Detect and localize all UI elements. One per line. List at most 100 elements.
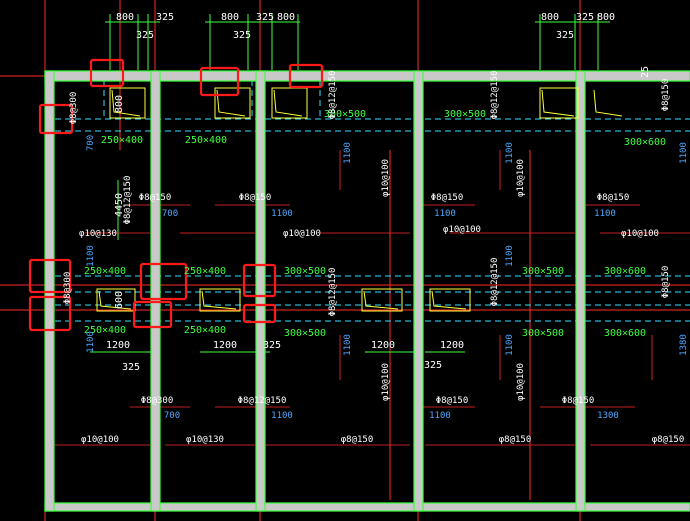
beam-lines <box>45 80 690 322</box>
rebar-box-4 <box>539 87 579 119</box>
highlight-box-2[interactable] <box>199 66 240 97</box>
wall-col-3 <box>413 70 424 512</box>
rebar-label-vertical: φ10@100 <box>381 159 391 197</box>
highlight-box-5[interactable] <box>28 258 72 294</box>
rebar-label-vertical: Φ8@12@150 <box>328 268 338 317</box>
dim-small: 1100 <box>505 142 515 164</box>
wall-bottom <box>44 502 690 512</box>
dim-small: 1380 <box>679 334 689 356</box>
dim-small: 1100 <box>429 411 451 421</box>
rebar-labels-vertical: Φ8@300 Φ8@12@150 φ10@100 φ10@100 Φ8@12@1… <box>63 71 671 401</box>
dim-misc: 800 <box>114 95 125 113</box>
dim-small: 1100 <box>434 209 456 219</box>
dim-small: 1100 <box>86 245 96 267</box>
dim-small: 700 <box>86 135 96 151</box>
dim-misc: 25 <box>640 66 651 78</box>
rebar-leaders <box>50 150 690 446</box>
rebar-label-vertical: φ10@100 <box>516 159 526 197</box>
rebar-label-vertical: φ10@100 <box>516 363 526 401</box>
rebar-label: φ10@100 <box>81 435 119 445</box>
rebar-label: φ8@150 <box>499 435 532 445</box>
beam-label: 300×500 <box>324 109 366 120</box>
beam-label: 300×500 <box>284 266 326 277</box>
dim-small: 700 <box>162 209 178 219</box>
rebar-label-vertical: φ10@100 <box>381 363 391 401</box>
rebar-hook-3 <box>273 89 303 117</box>
beam-label: 250×400 <box>184 266 226 277</box>
highlight-box-3[interactable] <box>288 63 324 89</box>
beam-size-labels: 250×400 250×400 300×500 300×500 300×600 … <box>84 109 666 339</box>
dim-misc: 600 <box>114 291 125 309</box>
beam-label: 300×600 <box>624 137 666 148</box>
rebar-label-vertical: Φ8@300 <box>69 92 79 125</box>
rebar-label: φ10@130 <box>186 435 224 445</box>
dim-label: 800 <box>221 12 239 23</box>
highlight-box-9[interactable] <box>242 263 277 298</box>
dim-label: 800 <box>116 12 134 23</box>
dim-misc: 1200 <box>440 340 464 351</box>
rebar-box-1 <box>109 87 146 119</box>
beam-label: 300×600 <box>604 266 646 277</box>
highlight-box-1[interactable] <box>89 58 125 88</box>
rebar-labels-horizontal: Φ8@150 Φ8@150 Φ8@150 Φ8@150 φ10@130 φ10@… <box>79 193 684 445</box>
rebar-label: Φ8@150 <box>436 396 469 406</box>
rebar-label: φ10@100 <box>283 229 321 239</box>
highlight-boxes <box>28 58 324 332</box>
rebar-box-7 <box>361 288 403 312</box>
rebar-label: Φ8@150 <box>562 396 595 406</box>
rebar-label: Φ8@300 <box>141 396 174 406</box>
wall-col-2 <box>255 70 266 512</box>
dim-small: 700 <box>164 411 180 421</box>
beam-label: 250×400 <box>84 325 126 336</box>
rebar-box-5 <box>96 288 136 312</box>
beam-label: 300×500 <box>522 328 564 339</box>
highlight-box-10[interactable] <box>242 303 277 324</box>
misc-dimension-labels: 4450 800 600 1200 1200 1200 1200 325 325… <box>106 66 651 373</box>
rebar-hook-1 <box>111 89 141 117</box>
dim-small: 1100 <box>505 334 515 356</box>
beam-label: 300×600 <box>604 328 646 339</box>
rebar-hook-5 <box>98 290 132 310</box>
beam-label: 250×400 <box>185 135 227 146</box>
dim-misc: 325 <box>424 360 442 371</box>
rebar-label-vertical: Φ8@12@150 <box>123 176 133 225</box>
rebar-label: Φ8@150 <box>139 193 172 203</box>
rebar-label-vertical: Φ8@12@150 <box>490 258 500 307</box>
rebar-label-vertical: Φ8@150 <box>661 266 671 299</box>
rebar-label: φ10@100 <box>621 229 659 239</box>
dim-label: 325 <box>156 12 174 23</box>
dim-misc: 325 <box>263 340 281 351</box>
dim-label: 800 <box>597 12 615 23</box>
small-dimension-labels: 700 1100 1100 1100 700 1100 1100 1100 70… <box>86 135 689 421</box>
rebar-label: Φ8@150 <box>597 193 630 203</box>
highlight-box-7[interactable] <box>139 262 188 301</box>
dim-small: 1100 <box>594 209 616 219</box>
dim-label: 325 <box>556 30 574 41</box>
dim-label: 800 <box>541 12 559 23</box>
rebar-label: φ8@150 <box>341 435 374 445</box>
rebar-details <box>96 87 623 312</box>
beam-label: 250×400 <box>184 325 226 336</box>
dim-misc: 1200 <box>106 340 130 351</box>
rebar-label: Φ8@150 <box>239 193 272 203</box>
rebar-box-3 <box>271 87 308 119</box>
dim-small: 1100 <box>679 142 689 164</box>
rebar-label: Φ8@12@150 <box>238 396 287 406</box>
dim-small: 1100 <box>343 142 353 164</box>
rebar-box-6 <box>199 288 241 312</box>
dim-small: 1100 <box>343 334 353 356</box>
dim-misc: 4450 <box>114 193 125 217</box>
highlight-box-8[interactable] <box>132 300 173 329</box>
rebar-label-vertical: Φ8@12@150 <box>328 71 338 120</box>
highlight-box-6[interactable] <box>28 295 72 332</box>
beam-label: 250×400 <box>84 266 126 277</box>
wall-col-4 <box>575 70 586 512</box>
rebar-hook-8 <box>431 290 467 310</box>
beam-label: 250×400 <box>101 135 143 146</box>
highlight-box-4[interactable] <box>38 103 74 135</box>
dim-small: 1100 <box>271 209 293 219</box>
dim-small: 1100 <box>505 245 515 267</box>
rebar-label-vertical: Φ8@12@150 <box>490 71 500 120</box>
dim-small: 1300 <box>597 411 619 421</box>
